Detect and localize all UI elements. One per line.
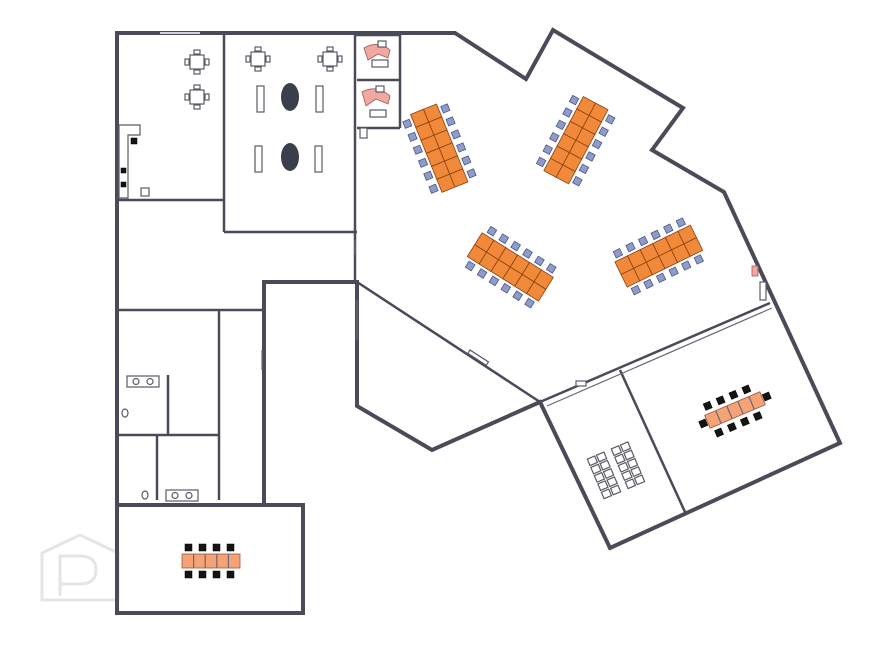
cafe-table-set bbox=[184, 49, 210, 75]
workstation-cluster bbox=[612, 217, 705, 296]
cafe-table-set bbox=[184, 84, 210, 110]
cafe-area bbox=[118, 49, 210, 199]
seat-row bbox=[586, 451, 622, 500]
training-room bbox=[586, 441, 646, 500]
private-office bbox=[361, 85, 391, 118]
cafe-table-set bbox=[317, 46, 343, 72]
workstation-cluster bbox=[535, 94, 616, 187]
oval-table bbox=[281, 83, 299, 111]
wall-radiator bbox=[466, 349, 490, 367]
restroom-area bbox=[121, 375, 199, 502]
breakout-area bbox=[245, 46, 343, 173]
seat-row bbox=[610, 441, 646, 490]
door-marks bbox=[160, 32, 358, 370]
meeting-room bbox=[181, 543, 241, 579]
meeting-table bbox=[181, 553, 241, 569]
private-office bbox=[363, 40, 391, 68]
kitchen-counter bbox=[118, 124, 141, 199]
workstation-cluster bbox=[402, 103, 477, 194]
oval-table bbox=[281, 143, 299, 171]
outer-walls bbox=[115, 27, 843, 615]
cafe-table-set bbox=[245, 46, 271, 72]
workstation-cluster bbox=[464, 225, 557, 309]
house-logo-icon bbox=[40, 533, 120, 602]
meeting-room bbox=[698, 384, 772, 438]
